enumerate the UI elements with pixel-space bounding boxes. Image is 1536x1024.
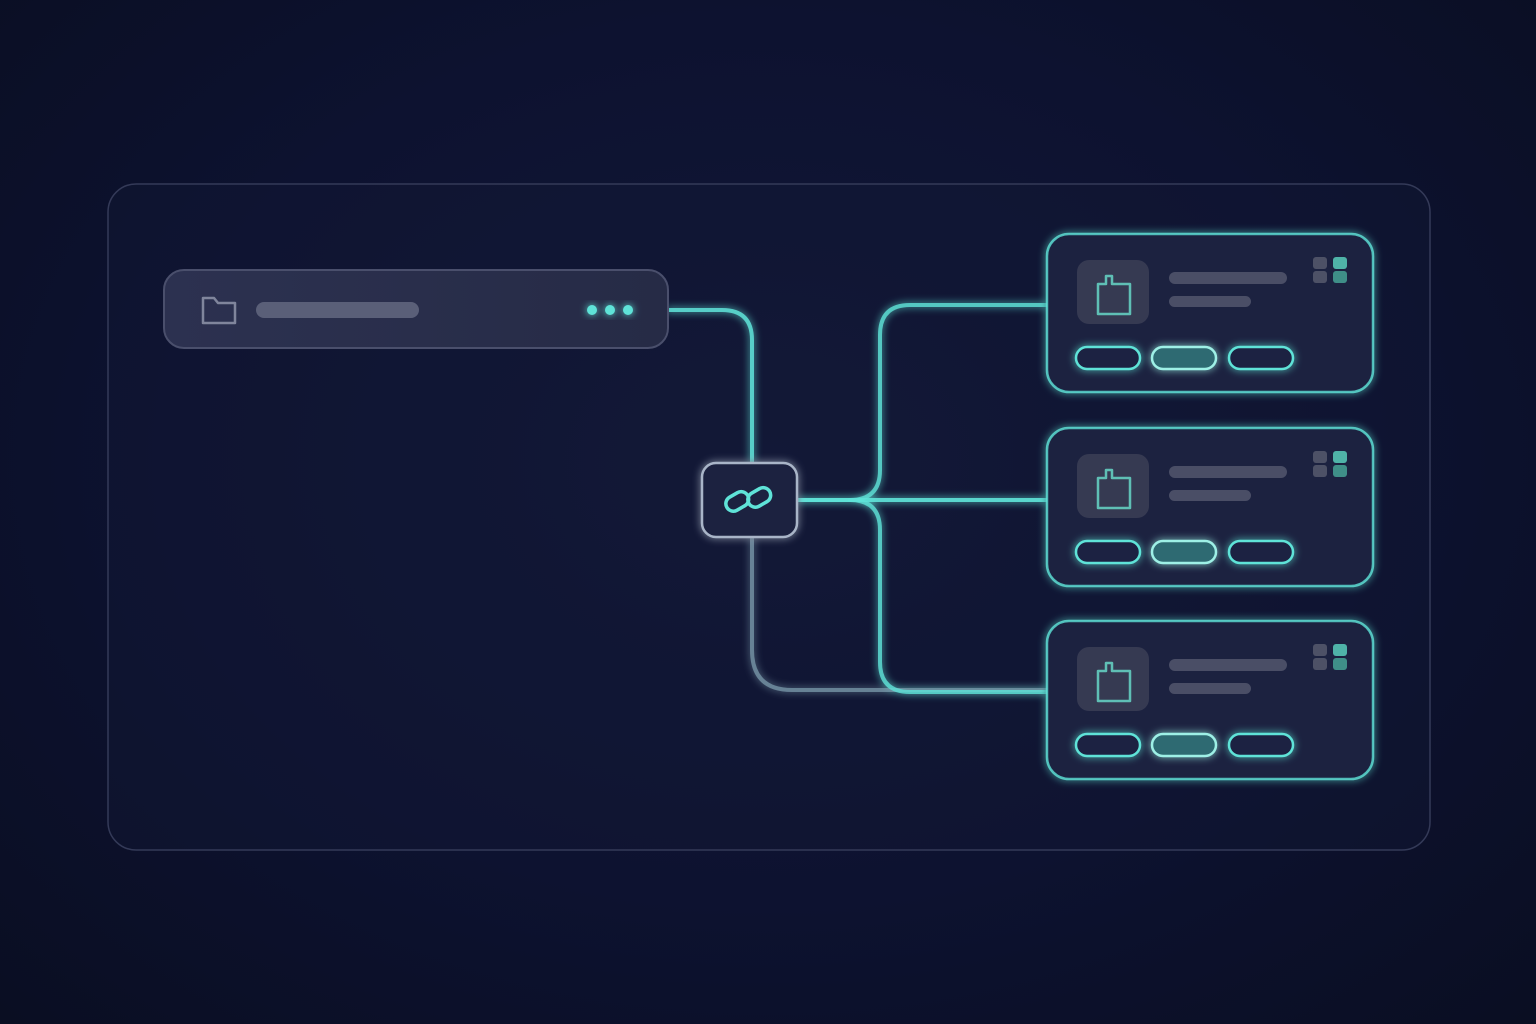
link-hub-node[interactable] [700,461,799,539]
card-title-placeholder [1169,466,1287,478]
card-subtitle-placeholder [1169,296,1251,307]
target-card[interactable] [1045,619,1375,781]
bag-icon [1096,661,1132,703]
card-title-placeholder [1169,272,1287,284]
more-dots-icon[interactable] [587,305,633,315]
card-subtitle-placeholder [1169,683,1251,694]
card-icon-box [1077,647,1149,711]
card-pill-button[interactable] [1074,345,1142,371]
card-pill-button[interactable] [1150,732,1218,758]
card-icon-box [1077,260,1149,324]
bag-icon [1096,468,1132,510]
folder-icon [201,296,237,325]
connector-hub-bottom [750,535,1049,692]
card-title-placeholder [1169,659,1287,671]
card-pill-button[interactable] [1150,539,1218,565]
grid-icon[interactable] [1313,257,1347,283]
card-icon-box [1077,454,1149,518]
card-subtitle-placeholder [1169,490,1251,501]
card-pill-button[interactable] [1227,539,1295,565]
source-bar[interactable] [163,269,669,349]
grid-icon[interactable] [1313,451,1347,477]
source-label-placeholder [256,302,419,318]
target-card[interactable] [1045,426,1375,588]
card-pill-button[interactable] [1150,345,1218,371]
bag-icon [1096,274,1132,316]
connector-hub-card-3 [848,498,1049,694]
card-pill-button[interactable] [1227,732,1295,758]
card-pill-button[interactable] [1074,539,1142,565]
target-card[interactable] [1045,232,1375,394]
connector-source-hub [666,308,754,465]
grid-icon[interactable] [1313,644,1347,670]
link-icon [724,485,773,513]
card-pill-button[interactable] [1227,345,1295,371]
card-pill-button[interactable] [1074,732,1142,758]
